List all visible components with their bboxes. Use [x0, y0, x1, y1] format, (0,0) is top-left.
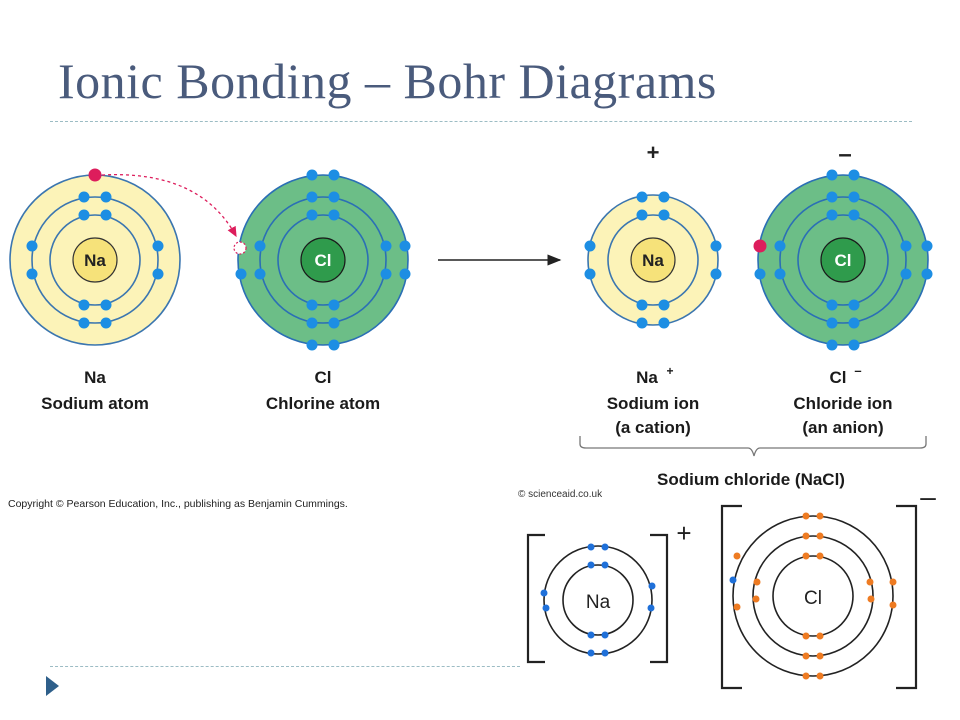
compound-label: Sodium chloride (NaCl) [657, 470, 845, 489]
sodium-ion-symbol: Na [642, 251, 664, 270]
na-ion-symbol: Na [586, 592, 611, 613]
slide-title: Ionic Bonding – Bohr Diagrams [58, 53, 717, 109]
sodium-ion-nucleus [630, 237, 676, 283]
anion-bracket-right [896, 504, 918, 690]
cation-charge: + [676, 518, 691, 548]
chlorine-atom-symbol-label: Cl [315, 368, 332, 387]
chloride-ion: Cl – [753, 141, 933, 351]
chloride-ion-type: (an anion) [802, 418, 883, 437]
sodium-ion-symbol-label: Na [636, 368, 658, 387]
sodium-ion-charge: + [647, 140, 660, 165]
transferred-electron [88, 168, 102, 182]
cation-bracket-left [526, 533, 545, 664]
chloride-ion-charge: – [838, 141, 851, 168]
chloride-symbol: Cl [835, 251, 852, 270]
chlorine-nucleus [300, 237, 346, 283]
transfer-arrow [101, 174, 237, 238]
scienceaid-credit: © scienceaid.co.uk [518, 489, 603, 500]
chloride-nucleus [820, 237, 866, 283]
scienceaid-figure: © scienceaid.co.uk + Na – Cl [518, 481, 936, 690]
sodium-atom-name: Sodium atom [41, 394, 149, 413]
title-divider [50, 121, 912, 122]
cl-ion-symbol: Cl [804, 588, 822, 609]
sodium-ion-name: Sodium ion [607, 394, 700, 413]
sodium-atom: Na [9, 168, 181, 346]
chlorine-atom-name: Chlorine atom [266, 394, 380, 413]
chlorine-atom: Cl [233, 169, 411, 351]
copyright-notice: Copyright © Pearson Education, Inc., pub… [8, 498, 348, 510]
chloride-ion-name: Chloride ion [793, 394, 892, 413]
chloride-ion-symbol-label: Cl [830, 368, 847, 387]
play-triangle-icon [46, 676, 59, 696]
footer-divider [50, 666, 520, 667]
sodium-ion-label-charge: + [666, 364, 673, 378]
compound-brace [579, 436, 927, 457]
sodium-nucleus [72, 237, 118, 283]
sodium-ion: Na + [584, 140, 722, 329]
anion-charge: – [920, 481, 936, 512]
cl-gained-electron [729, 576, 737, 584]
sodium-ion-type: (a cation) [615, 418, 691, 437]
sodium-symbol: Na [84, 251, 106, 270]
cation-bracket-right [650, 533, 669, 664]
gained-electron [753, 239, 767, 253]
anion-bracket-left [720, 504, 742, 690]
chlorine-symbol: Cl [315, 251, 332, 270]
sodium-atom-symbol-label: Na [84, 368, 106, 387]
chloride-ion-label-charge: – [854, 363, 861, 378]
vacancy-marker [233, 241, 247, 255]
